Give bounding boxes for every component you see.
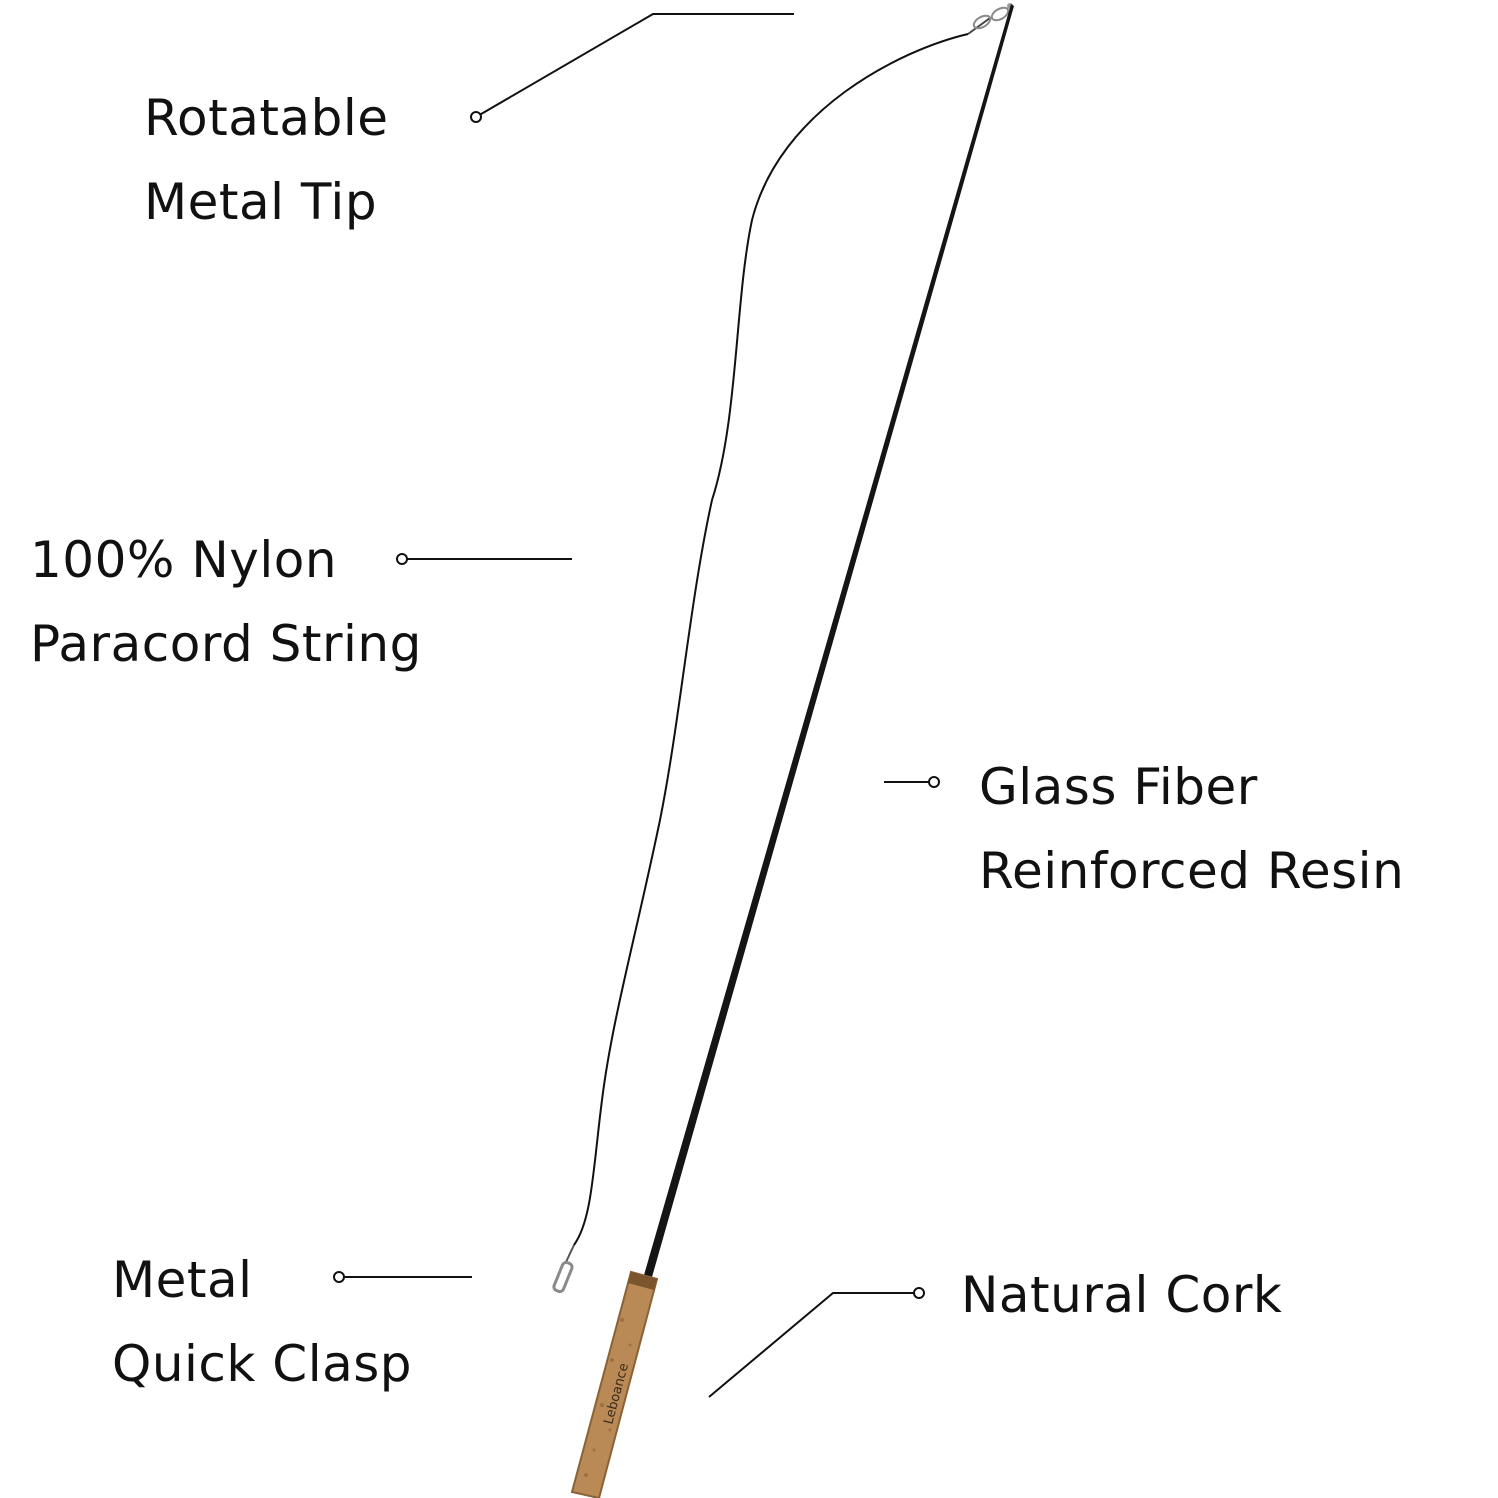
callout-line: Natural Cork [961, 1266, 1283, 1324]
leader-tip [470, 13, 794, 123]
fiber-rod [644, 4, 1014, 1277]
callout-line: Metal [112, 1251, 253, 1309]
leader-clasp [333, 1271, 472, 1283]
quick-clasp [552, 1244, 575, 1294]
callout-natural-cork: Natural Cork [961, 1253, 1282, 1337]
cork-handle: Leboance [570, 1270, 659, 1498]
callout-line: Glass Fiber [979, 758, 1258, 816]
leader-cork [708, 1287, 925, 1398]
callout-line: Metal Tip [144, 173, 378, 231]
callout-line: Reinforced Resin [979, 842, 1405, 900]
callout-glass-fiber-resin: Glass Fiber Reinforced Resin [979, 745, 1404, 913]
leader-nylon [396, 553, 572, 565]
callout-line: Quick Clasp [112, 1335, 413, 1393]
nylon-string [573, 33, 969, 1246]
callout-metal-quick-clasp: Metal Quick Clasp [112, 1238, 412, 1406]
callout-line: Paracord String [30, 615, 422, 673]
callout-line: 100% Nylon [30, 531, 338, 589]
callout-nylon-paracord-string: 100% Nylon Paracord String [30, 518, 422, 686]
leader-fiber [884, 776, 940, 788]
callout-rotatable-metal-tip: Rotatable Metal Tip [144, 76, 388, 244]
callout-line: Rotatable [144, 89, 389, 147]
